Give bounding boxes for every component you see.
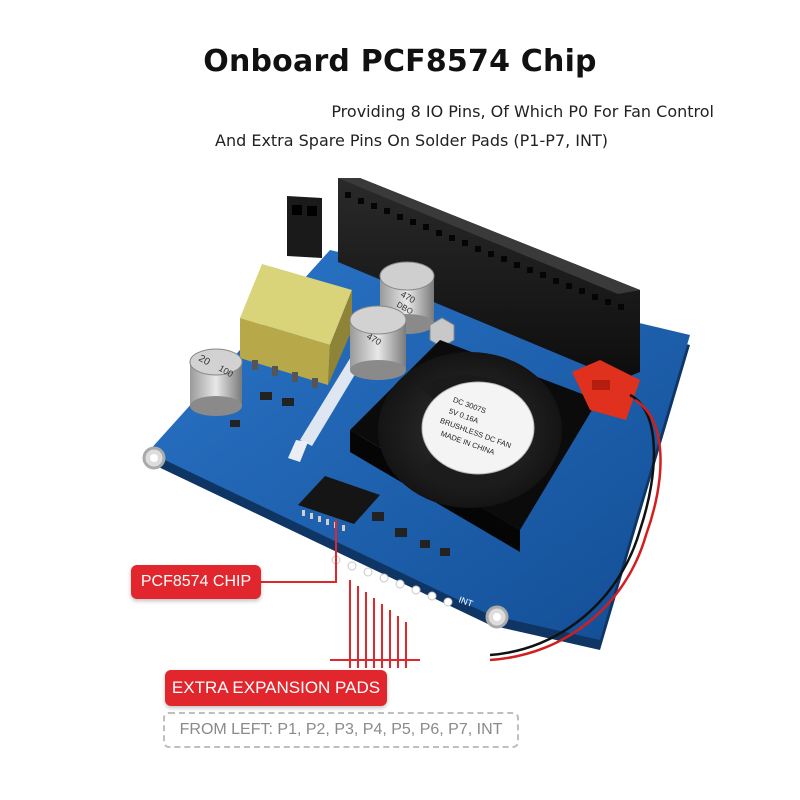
pcf8574-callout: PCF8574 CHIP xyxy=(131,565,261,599)
callout-lines xyxy=(261,520,420,668)
fan-header-connector xyxy=(287,196,322,258)
subtitle-line-2: And Extra Spare Pins On Solder Pads (P1-… xyxy=(215,131,608,150)
cooling-fan: DC 3007S 5V 0.16A BRUSHLESS DC FAN MADE … xyxy=(350,340,598,552)
mounting-holes xyxy=(142,446,509,629)
page-title: Onboard PCF8574 Chip xyxy=(203,44,597,79)
pin-order-note: FROM LEFT: P1, P2, P3, P4, P5, P6, P7, I… xyxy=(163,712,519,748)
subtitle-line-1: Providing 8 IO Pins, Of Which P0 For Fan… xyxy=(331,102,714,121)
smd-components xyxy=(230,392,450,556)
inductor xyxy=(240,264,352,388)
cap-label-small: 20 xyxy=(197,353,213,368)
capacitors: 470 DBO 470 20 100 xyxy=(189,261,435,416)
int-label: INT xyxy=(457,594,475,609)
gpio-header xyxy=(338,178,640,380)
fan-power-cable xyxy=(489,360,662,662)
expansion-pads-callout: EXTRA EXPANSION PADS xyxy=(165,670,387,706)
